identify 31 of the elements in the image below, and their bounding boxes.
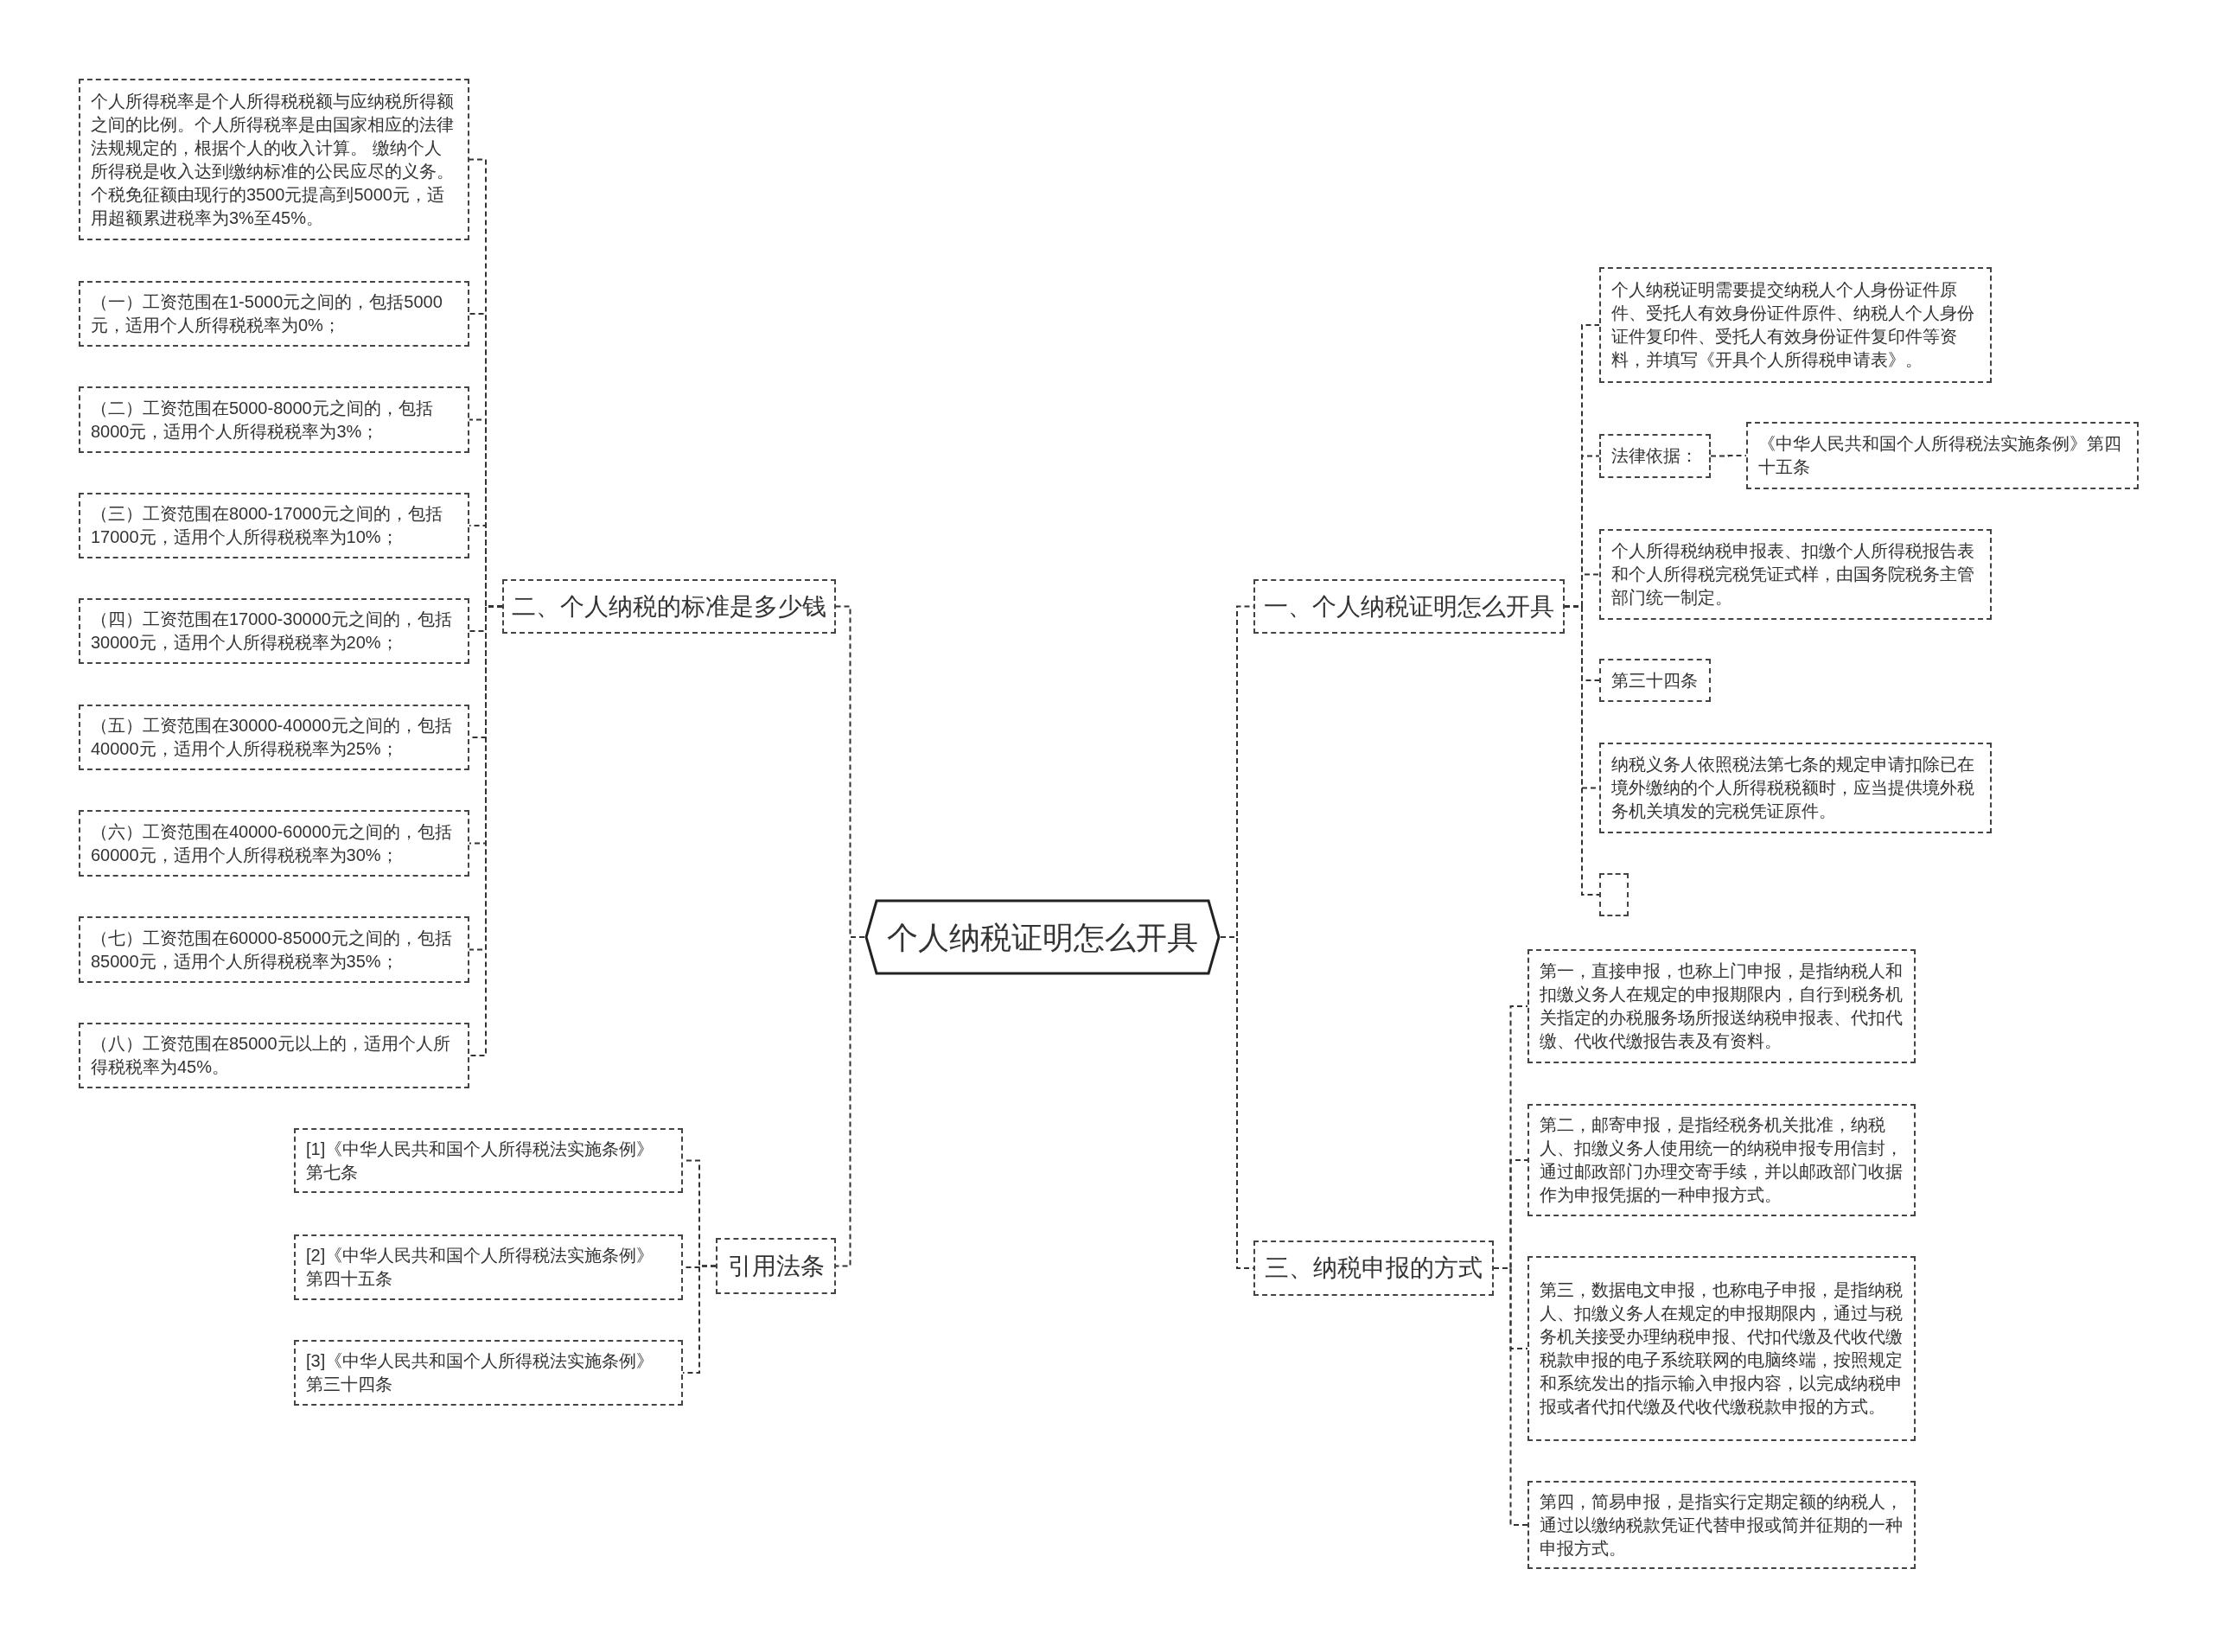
note-box: 个人所得税纳税申报表、扣缴个人所得税报告表和个人所得税完税凭证式样，由国务院税务主管部门统一制定。 (1599, 529, 1992, 620)
topic-box: 引用法条 (716, 1238, 836, 1294)
note-box: （五）工资范围在30000-40000元之间的，包括40000元，适用个人所得税税率为25%； (79, 705, 469, 770)
note-box: 第一，直接申报，也称上门申报，是指纳税人和扣缴义务人在规定的申报期限内，自行到税务机关指定的办税服务场所报送纳税申报表、代扣代缴、代收代缴报告表及有资料。 (1527, 949, 1916, 1063)
note-box: 《中华人民共和国个人所得税法实施条例》第四十五条 (1746, 422, 2139, 489)
note-box: 个人所得税率是个人所得税税额与应纳税所得额之间的比例。个人所得税率是由国家相应的法律法规规定的，根据个人的收入计算。 缴纳个人所得税是收入达到缴纳标准的公民应尽的义务。个税免征额由现行的3500元提高到5000元，适用超额累进税率为3%至45%。 (79, 79, 469, 240)
topic-box: 一、个人纳税证明怎么开具 (1253, 579, 1565, 634)
empty-box (1599, 873, 1629, 916)
note-box: （二）工资范围在5000-8000元之间的，包括8000元，适用个人所得税税率为3%； (79, 386, 469, 453)
note-box: [2]《中华人民共和国个人所得税法实施条例》第四十五条 (294, 1234, 683, 1300)
connector-line (1710, 455, 1747, 457)
note-box: 第三十四条 (1599, 659, 1711, 702)
note-box: （六）工资范围在40000-60000元之间的，包括60000元，适用个人所得税税率为30%； (79, 810, 469, 877)
topic-box: 二、个人纳税的标准是多少钱 (502, 579, 836, 634)
connector-line (1564, 605, 1600, 896)
note-box: （三）工资范围在8000-17000元之间的，包括17000元，适用个人所得税税率为10%； (79, 493, 469, 558)
note-box: （七）工资范围在60000-85000元之间的，包括85000元，适用个人所得税税率为35%； (79, 916, 469, 983)
note-box: 第二，邮寄申报，是指经税务机关批准，纳税人、扣缴义务人使用统一的纳税申报专用信封，通过邮政部门办理交寄手续，并以邮政部门收据作为申报凭据的一种申报方式。 (1527, 1104, 1916, 1216)
note-box: （四）工资范围在17000-30000元之间的，包括30000元，适用个人所得税税率为20%； (79, 598, 469, 664)
note-box: [3]《中华人民共和国个人所得税法实施条例》第三十四条 (294, 1340, 683, 1406)
topic-box: 三、纳税申报的方式 (1253, 1241, 1494, 1296)
note-box: 第三，数据电文申报，也称电子申报，是指纳税人、扣缴义务人在规定的申报期限内，通过与税务机关接受办理纳税申报、代扣代缴及代收代缴税款申报的电子系统联网的电脑终端，按照规定和系统发出的指示输入申报内容，以完成纳税申报或者代扣代缴及代收代缴税款申报的方式。 (1527, 1256, 1916, 1441)
note-box: 纳税义务人依照税法第七条的规定申请扣除已在境外缴纳的个人所得税税额时，应当提供境外税务机关填发的完税凭证原件。 (1599, 743, 1992, 833)
note-box: 第四，简易申报，是指实行定期定额的纳税人，通过以缴纳税款凭证代替申报或简并征期的一种申报方式。 (1527, 1481, 1916, 1569)
central-topic-hexagon: 个人纳税证明怎么开具 (864, 899, 1221, 975)
note-box: （八）工资范围在85000元以上的，适用个人所得税税率为45%。 (79, 1023, 469, 1088)
connector-line (1493, 1267, 1528, 1526)
note-box: 法律依据： (1599, 434, 1711, 478)
note-box: [1]《中华人民共和国个人所得税法实施条例》第七条 (294, 1128, 683, 1193)
note-box: （一）工资范围在1-5000元之间的，包括5000元，适用个人所得税税率为0%； (79, 281, 469, 347)
note-box: 个人纳税证明需要提交纳税人个人身份证件原件、受托人有效身份证件原件、纳税人个人身份证件复印件、受托人有效身份证件复印件等资料，并填写《开具个人所得税申请表》。 (1599, 267, 1992, 383)
